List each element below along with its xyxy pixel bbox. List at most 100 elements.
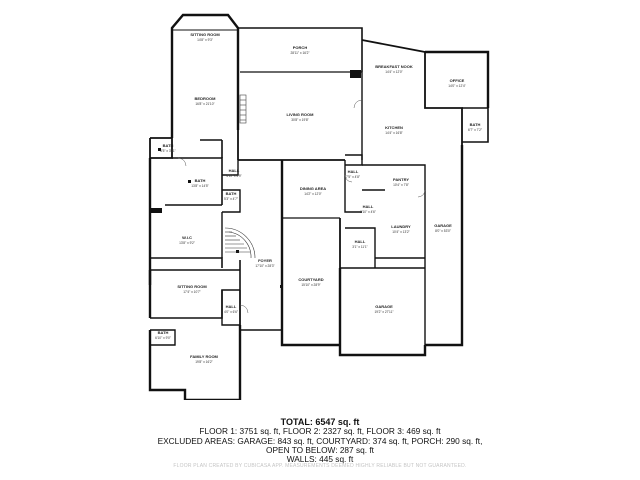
svg-text:14'4" x 16'8": 14'4" x 16'8" xyxy=(385,131,402,135)
svg-text:OFFICE: OFFICE xyxy=(450,78,465,83)
svg-text:13'8" x 9'2": 13'8" x 9'2" xyxy=(179,241,195,245)
svg-text:8'0" x 53'0": 8'0" x 53'0" xyxy=(435,229,451,233)
door-swings xyxy=(177,99,426,314)
svg-text:28'11" x 16'2": 28'11" x 16'2" xyxy=(290,51,309,55)
svg-text:FAMILY ROOM: FAMILY ROOM xyxy=(190,354,218,359)
wall-garage-long-right xyxy=(425,145,464,347)
svg-text:PORCH: PORCH xyxy=(293,45,308,50)
fireplace-hatch xyxy=(239,94,247,124)
staircase xyxy=(224,227,256,259)
svg-text:17'10" x 28'3": 17'10" x 28'3" xyxy=(255,264,274,268)
svg-text:5'3" x 4'7": 5'3" x 4'7" xyxy=(224,197,238,201)
svg-text:6'7" x 7'2": 6'7" x 7'2" xyxy=(468,128,482,132)
floor-areas: FLOOR 1: 3751 sq. ft, FLOOR 2: 2327 sq. … xyxy=(199,426,441,437)
svg-text:13'8" x 14'5": 13'8" x 14'5" xyxy=(191,184,208,188)
total-area: TOTAL: 6547 sq. ft xyxy=(280,417,360,427)
wall-wic-bottom xyxy=(150,257,223,268)
wall-kitchen-right xyxy=(361,39,463,145)
wall-hall-center xyxy=(344,160,362,213)
svg-text:14'4" x 12'0": 14'4" x 12'0" xyxy=(385,70,402,74)
svg-text:4'0" x 6'6": 4'0" x 6'6" xyxy=(224,310,238,314)
svg-text:BATH: BATH xyxy=(226,191,237,196)
label-wic: W.I.C13'8" x 9'2" xyxy=(179,235,195,245)
svg-text:3'1" x 11'1": 3'1" x 11'1" xyxy=(352,245,367,249)
wall-hall-lower xyxy=(345,227,376,268)
svg-text:HALL: HALL xyxy=(363,204,374,209)
svg-text:14'0" x 12'4": 14'0" x 12'4" xyxy=(448,84,465,88)
svg-text:DINING AREA: DINING AREA xyxy=(300,186,326,191)
svg-text:COURTYARD: COURTYARD xyxy=(298,277,323,282)
svg-text:SITTING ROOM: SITTING ROOM xyxy=(177,284,207,289)
svg-text:7'5" x 4'8": 7'5" x 4'8" xyxy=(346,175,360,179)
svg-text:HALL: HALL xyxy=(226,304,237,309)
svg-text:10'4" x 7'8": 10'4" x 7'8" xyxy=(393,183,409,187)
svg-text:BREAKFAST NOOK: BREAKFAST NOOK xyxy=(375,64,413,69)
wall-office xyxy=(425,50,490,108)
svg-text:KITCHEN: KITCHEN xyxy=(385,125,403,130)
svg-text:3'10" x 4'6": 3'10" x 4'6" xyxy=(360,210,376,214)
wall-hall-top xyxy=(345,154,363,166)
svg-text:HALL: HALL xyxy=(355,239,366,244)
svg-text:BATH: BATH xyxy=(195,178,206,183)
svg-text:16'8" x 21'10": 16'8" x 21'10" xyxy=(195,102,214,106)
wall-porch xyxy=(238,27,363,72)
walls xyxy=(148,13,490,400)
wall-foyer xyxy=(239,260,282,331)
wall-family xyxy=(148,325,242,400)
svg-text:6'5" x 3'11": 6'5" x 3'11" xyxy=(160,149,175,153)
svg-text:GARAGE: GARAGE xyxy=(434,223,452,228)
svg-text:SITTING ROOM: SITTING ROOM xyxy=(190,32,220,37)
svg-text:BATH: BATH xyxy=(470,122,481,127)
svg-text:BEDROOM: BEDROOM xyxy=(195,96,217,101)
wall-pantry xyxy=(362,164,426,212)
wall-bath-right xyxy=(462,107,489,143)
wall-small-bath xyxy=(222,189,241,213)
svg-text:10'4" x 13'2": 10'4" x 13'2" xyxy=(392,230,409,234)
svg-text:14'8" x 9'3": 14'8" x 9'3" xyxy=(197,38,213,42)
svg-text:HALL: HALL xyxy=(348,169,359,174)
excluded-areas: EXCLUDED AREAS: GARAGE: 843 sq. ft, COUR… xyxy=(157,435,483,446)
fireplace-block xyxy=(350,70,361,78)
svg-text:W.I.C: W.I.C xyxy=(182,235,192,240)
svg-text:LAUNDRY: LAUNDRY xyxy=(391,224,411,229)
svg-text:HALL: HALL xyxy=(229,168,240,173)
wall-courtyard-left xyxy=(280,160,340,347)
area-summary: TOTAL: 6547 sq. ft FLOOR 1: 3751 sq. ft,… xyxy=(0,417,640,464)
svg-text:17'4" x 10'7": 17'4" x 10'7" xyxy=(183,290,200,294)
svg-text:BATH: BATH xyxy=(158,330,169,335)
svg-text:LIVING ROOM: LIVING ROOM xyxy=(287,112,315,117)
svg-text:30'8" x 19'8": 30'8" x 19'8" xyxy=(291,118,308,122)
svg-text:14'2" x 12'0": 14'2" x 12'0" xyxy=(304,192,321,196)
svg-text:19'8" x 16'2": 19'8" x 16'2" xyxy=(195,360,212,364)
open-to-below: OPEN TO BELOW: 287 sq. ft xyxy=(266,444,374,455)
wall-garage-main xyxy=(338,268,427,357)
wall-sitting-bay xyxy=(170,13,240,130)
wall-hall-left xyxy=(222,160,239,176)
svg-text:6'10" x 9'0": 6'10" x 9'0" xyxy=(155,336,171,340)
